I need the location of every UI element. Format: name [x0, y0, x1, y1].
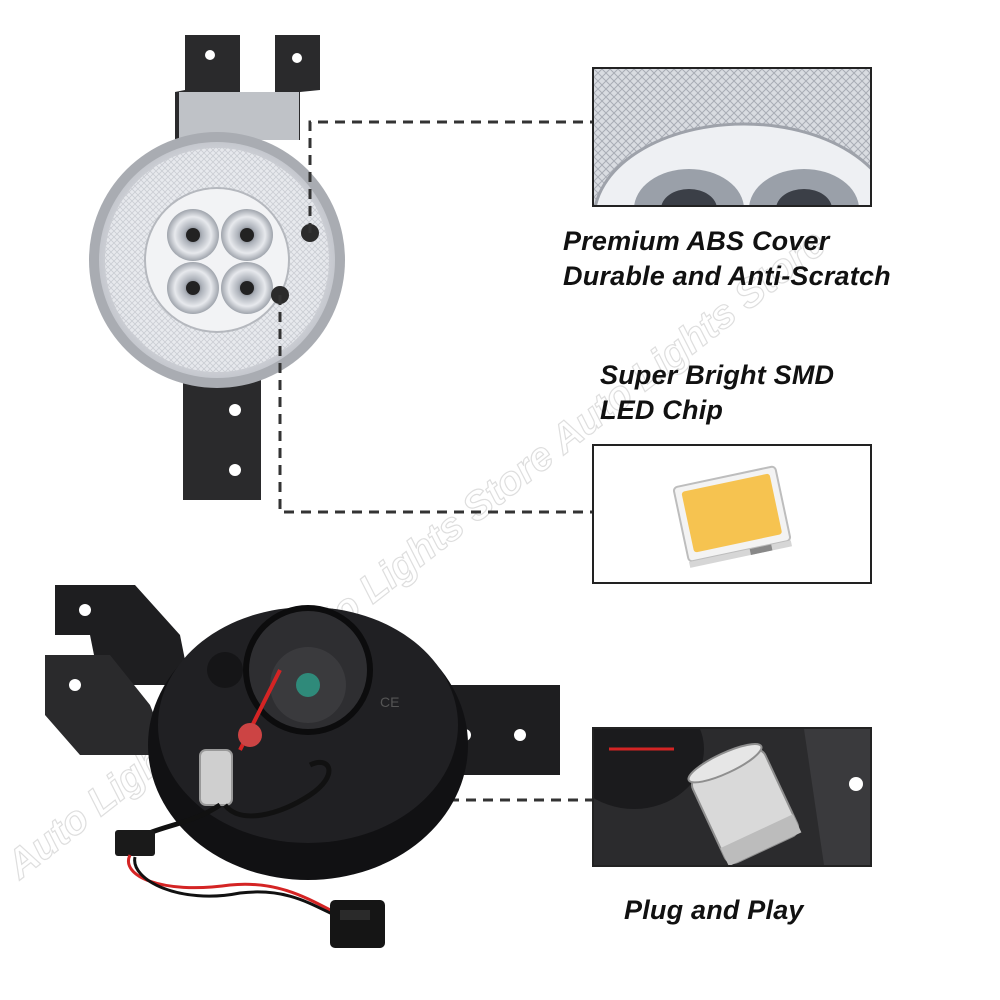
plug-connector [330, 900, 385, 948]
cover-caption-line2: Durable and Anti-Scratch [563, 261, 891, 291]
front-lamp-photo [89, 35, 345, 500]
plug-closeup-box [592, 727, 872, 867]
cover-caption-line1: Premium ABS Cover [563, 226, 830, 256]
chip-caption-line1: Super Bright SMD [600, 360, 835, 390]
rear-lamp-photo: CE [45, 585, 560, 948]
wire-harness [115, 759, 385, 948]
cover-closeup-image [594, 69, 870, 205]
led-chip-image [672, 465, 793, 568]
top-bracket [175, 35, 320, 140]
plug-caption: Plug and Play [624, 895, 804, 925]
bulb-socket [199, 669, 282, 806]
rear-housing: CE [148, 605, 468, 880]
svg-text:CE: CE [380, 694, 399, 710]
led-chip-box [592, 444, 872, 584]
callout-dot-cover [301, 224, 319, 242]
wire-connector [115, 830, 155, 856]
cover-closeup-box [592, 67, 872, 207]
callout-dot-chip [271, 286, 289, 304]
led-cluster [167, 209, 273, 314]
plug-closeup-image [594, 729, 870, 865]
lens-housing [89, 132, 345, 388]
chip-caption-line2: LED Chip [600, 395, 724, 425]
